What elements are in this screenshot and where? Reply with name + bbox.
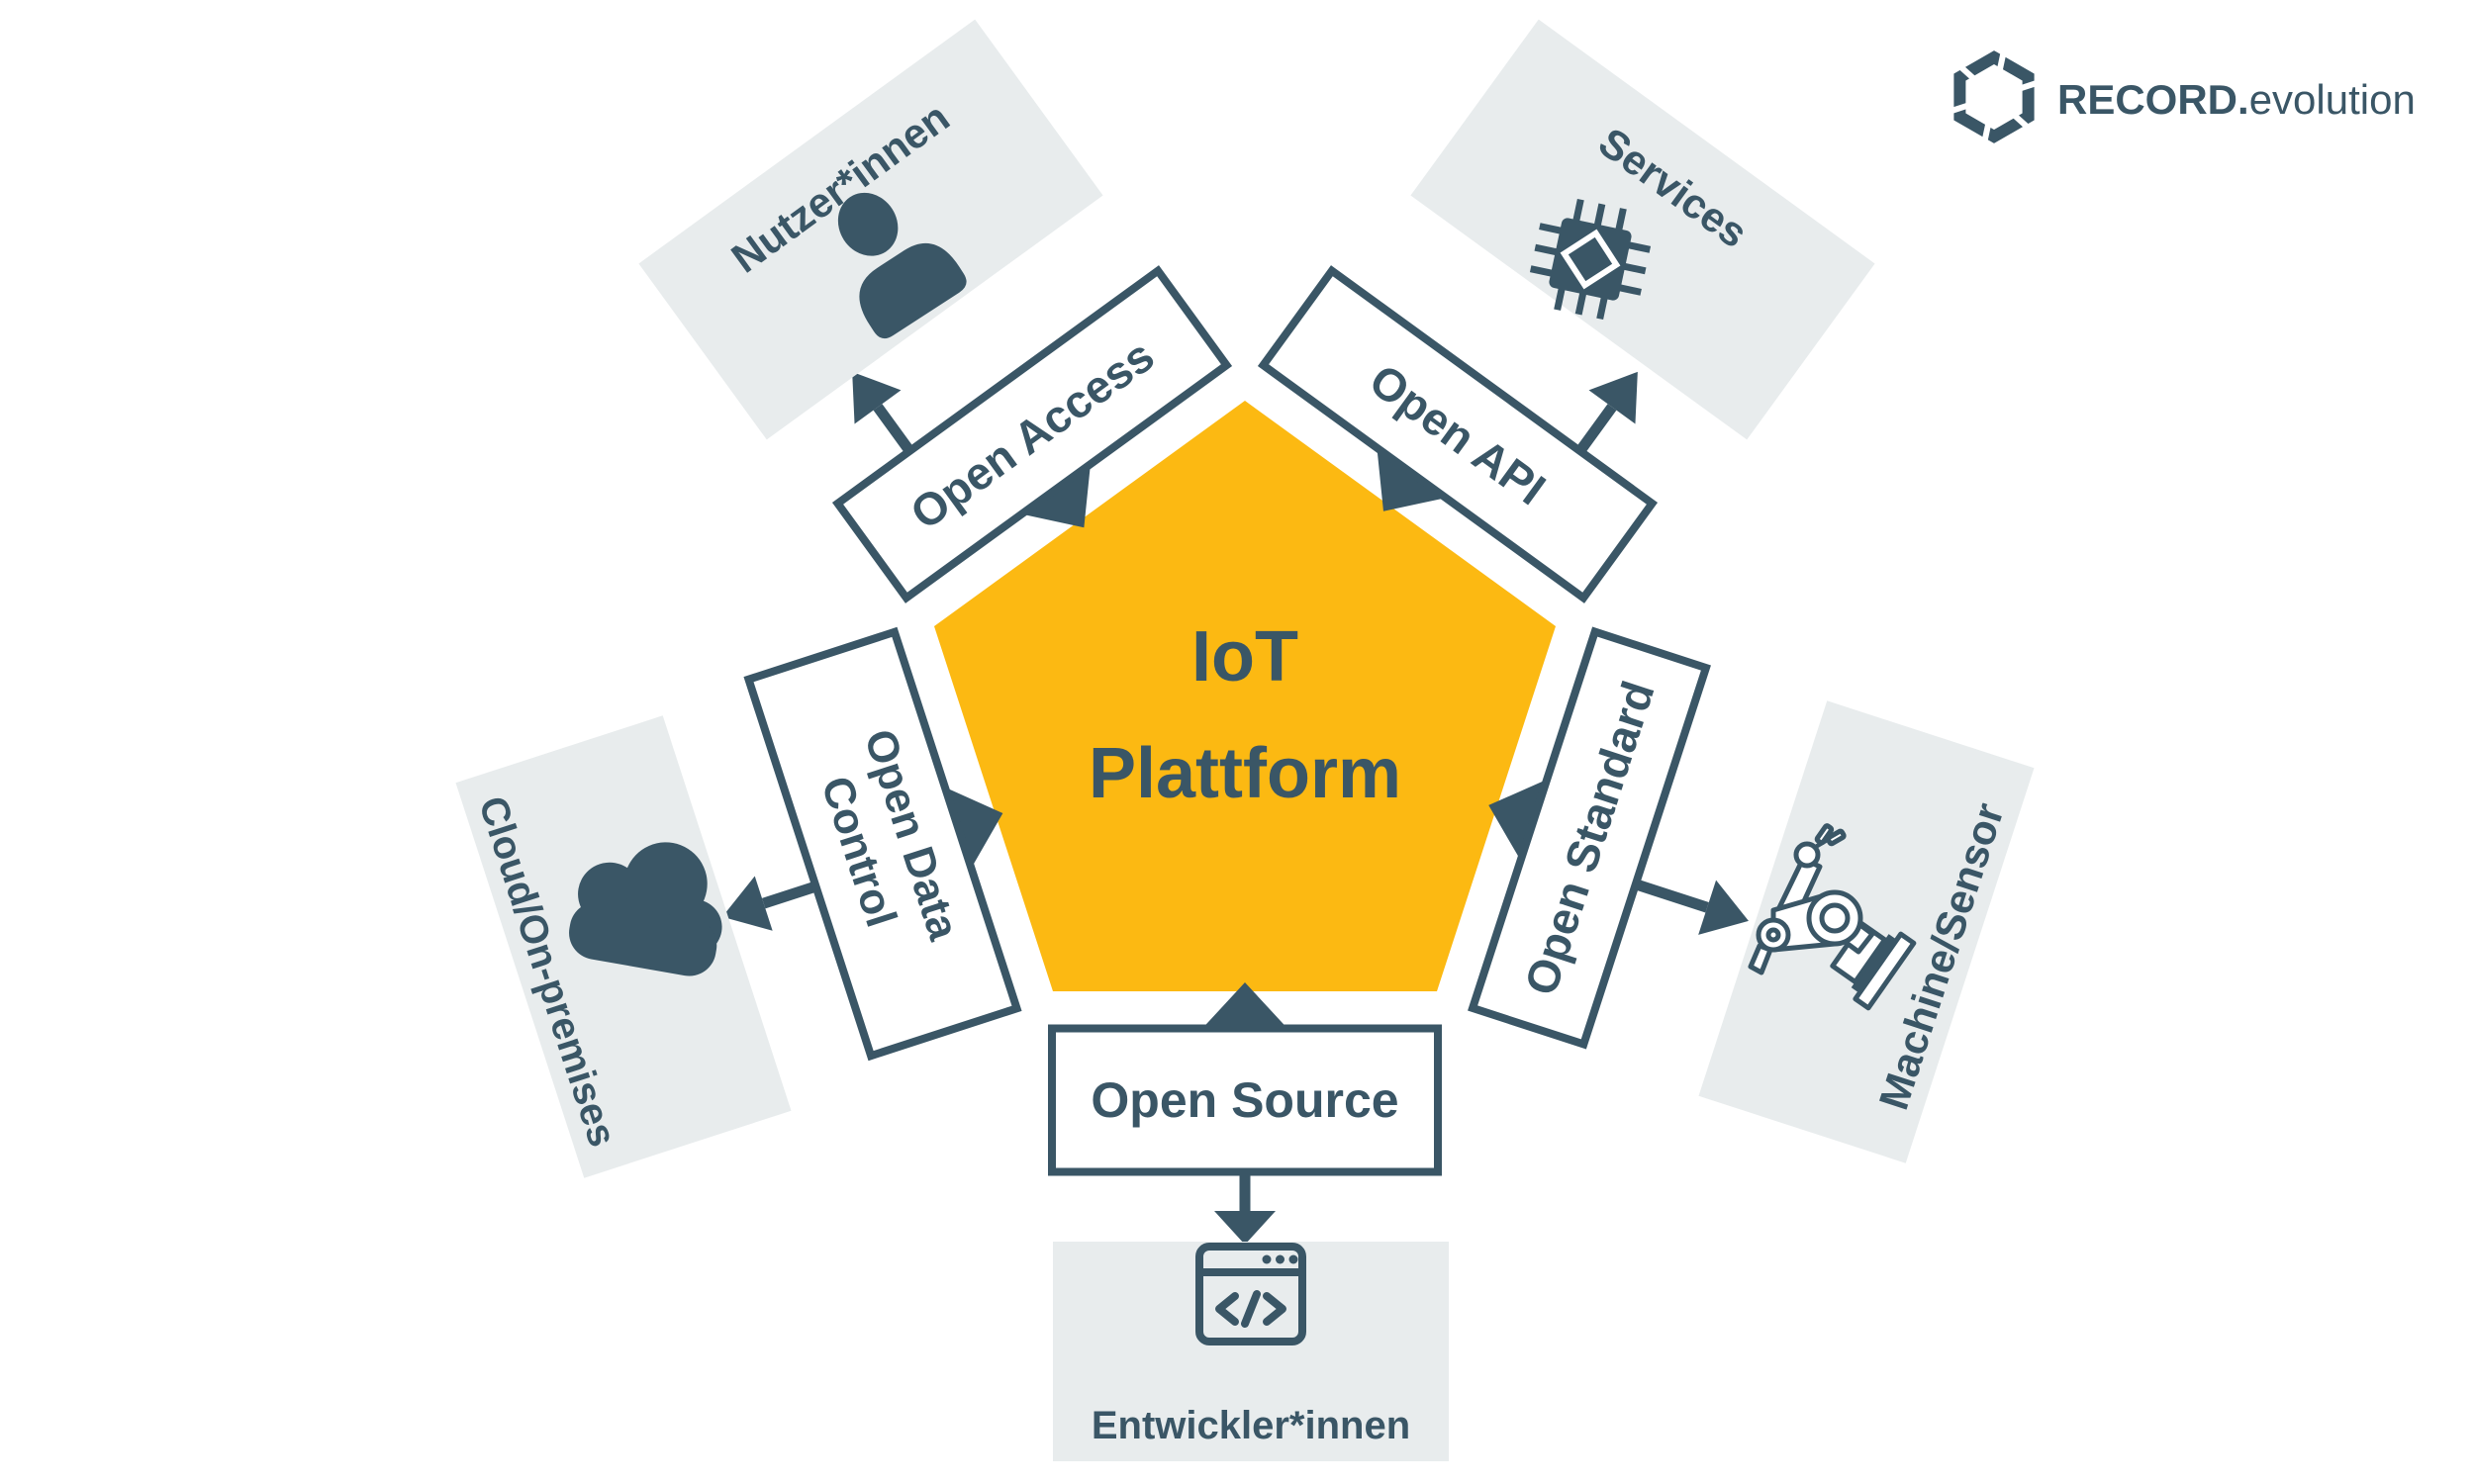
arrowhead-into-platform-datacontrol-icon [944,787,1003,869]
brand-logo: RECORD.evolution [1949,50,2416,143]
arrow-stem-to-cloud [761,881,818,909]
spoke-open-api: Open API [1257,265,1659,603]
arrowhead-into-platform-source-icon [1202,982,1287,1029]
open-source-box [1048,1024,1442,1176]
spoke-open-source: Open Source [1048,982,1442,1245]
iot-platform-pentagon: IoT Plattform [934,401,1556,991]
arrowhead-into-platform-standard-icon [1488,779,1548,861]
arrowhead-to-nutzerinnen-icon [852,371,902,424]
node-entwicklerinnen: Entwickler*innen [1053,1242,1449,1461]
hexagon-logo-icon [1949,50,2040,143]
chip-icon [1529,198,1652,321]
open-source-label: Open Source [1091,1072,1398,1128]
brand-name-light: evolution [2249,76,2416,123]
user-icon [837,192,967,339]
open-access-box [831,265,1233,603]
robot-arm-icon [1748,823,1917,1011]
arrow-stem-to-machine [1634,879,1709,913]
arrow-stem-to-nutzerinnen [873,404,914,455]
arrowhead-to-services-icon [1588,371,1638,424]
pentagon-shape [934,401,1556,991]
arrowhead-to-cloud-icon [721,876,773,931]
services-panel [1410,19,1875,440]
code-window-icon [1195,1243,1306,1345]
pentagon-title-line1: IoT [1191,617,1298,696]
arrow-stem-to-services [1575,404,1617,455]
open-standard-box [1468,626,1711,1050]
entwicklerinnen-panel [1053,1242,1449,1461]
open-data-control-box [743,626,1022,1062]
brand-wordmark: RECORD.evolution [2057,76,2416,123]
open-api-box [1257,265,1659,603]
arrowhead-to-entwicklerinnen-icon [1214,1211,1276,1245]
pentagon-title-line2: Plattform [1089,734,1401,813]
arrowhead-to-machine-icon [1698,880,1749,935]
brand-name-bold: RECORD. [2057,76,2249,123]
entwicklerinnen-label: Entwickler*innen [1092,1404,1410,1447]
cloud-icon [569,842,722,976]
